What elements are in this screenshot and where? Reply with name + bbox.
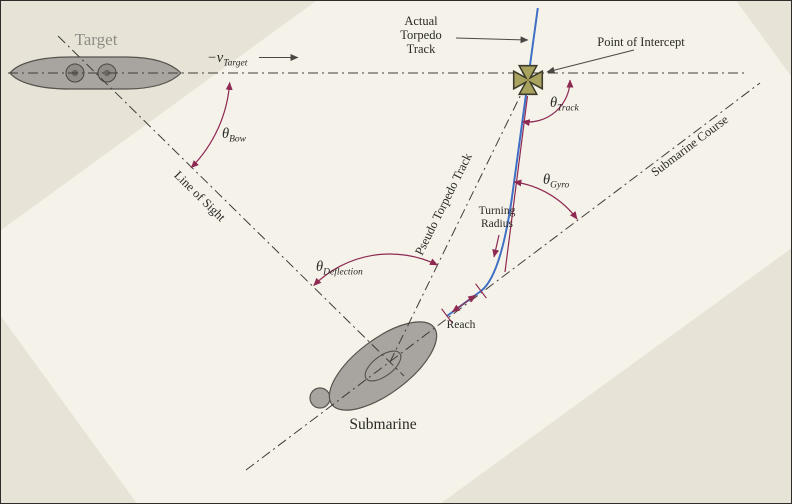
submarine-ship (309, 321, 438, 411)
target-turret-fore-gun (103, 69, 111, 77)
turning-radius-pointer (492, 234, 500, 258)
point-of-intercept-leader (546, 49, 635, 74)
submarine-conning-tower (364, 350, 402, 382)
theta-gyro-label: θGyro (543, 172, 570, 191)
reach-tick-near (441, 308, 453, 324)
theta-bow-label: θBow (222, 126, 247, 145)
theta-track-arc (521, 79, 574, 127)
reach-dimension-arrow (451, 294, 477, 313)
point-of-intercept-label: Point of Intercept (597, 35, 685, 49)
target-label: Target (75, 30, 118, 49)
reach-label: Reach (447, 319, 476, 331)
theta-deflection-arc (313, 253, 438, 287)
reach-tick-far (475, 283, 487, 299)
theta-gyro-arc (513, 179, 578, 220)
actual-torpedo-track-label-line1: Actual (404, 14, 438, 28)
submarine-hull (328, 321, 438, 411)
actual-torpedo-track-leader (455, 36, 529, 44)
submarine-label: Submarine (349, 416, 416, 433)
submarine-stern-detail (309, 387, 331, 409)
target-velocity-label: −vTarget (207, 50, 248, 69)
actual-torpedo-track-label-line3: Track (407, 42, 436, 56)
pseudo-torpedo-track-line (389, 79, 529, 363)
submarine-course-line (245, 82, 761, 471)
angle-annotations (190, 79, 578, 324)
line-of-sight-line (57, 35, 405, 377)
theta-deflection-label: θDeflection (316, 259, 363, 278)
theta-track-label: θTrack (550, 95, 580, 114)
actual-torpedo-track-path (446, 7, 539, 317)
point-of-intercept-cross-icon (512, 64, 544, 96)
actual-torpedo-track-label-line2: Torpedo (400, 28, 441, 42)
turning-radius-label-line1: Turning (479, 205, 516, 217)
theta-bow-arc (190, 81, 233, 169)
turning-radius-label-line2: Radius (481, 218, 513, 230)
